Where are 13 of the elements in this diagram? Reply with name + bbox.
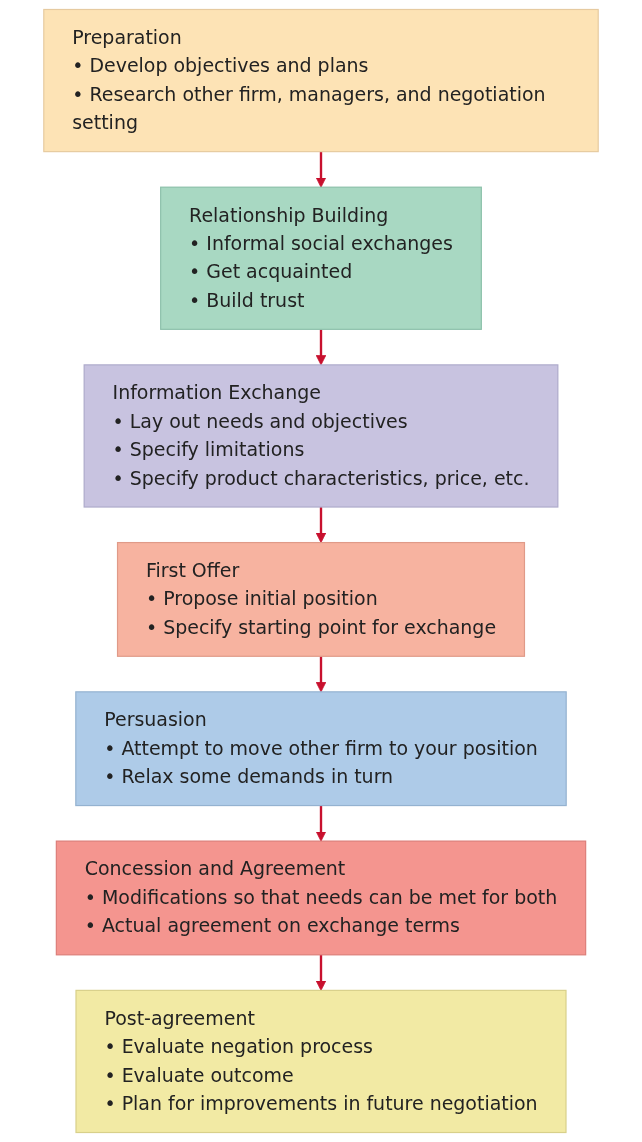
arrow — [315, 954, 327, 991]
arrow — [315, 507, 327, 544]
arrow — [315, 151, 327, 188]
arrow — [315, 656, 327, 693]
arrow — [315, 805, 327, 842]
node-box: Post-agreement • Evaluate negation process • Evaluate outcome • Plan for improvements in future negotiation — [75, 989, 567, 1134]
arrow — [315, 329, 327, 366]
node-box: Concession and Agreement • Modifications so that needs can be met for both • Actual agreement on exchange terms — [55, 840, 587, 956]
node-box: Information Exchange • Lay out needs and objectives • Specify limitations • Specify product characteristics, price, etc. — [83, 364, 559, 508]
node-box: Persuasion • Attempt to move other firm to your position • Relax some demands in turn — [75, 691, 567, 807]
node-box: Relationship Building • Informal social exchanges • Get acquainted • Build trust — [160, 186, 482, 330]
node-box: Preparation • Develop objectives and plans • Research other firm, managers, and negotiation setting — [43, 8, 599, 153]
node-box: First Offer • Propose initial position • Specify starting point for exchange — [116, 542, 526, 657]
